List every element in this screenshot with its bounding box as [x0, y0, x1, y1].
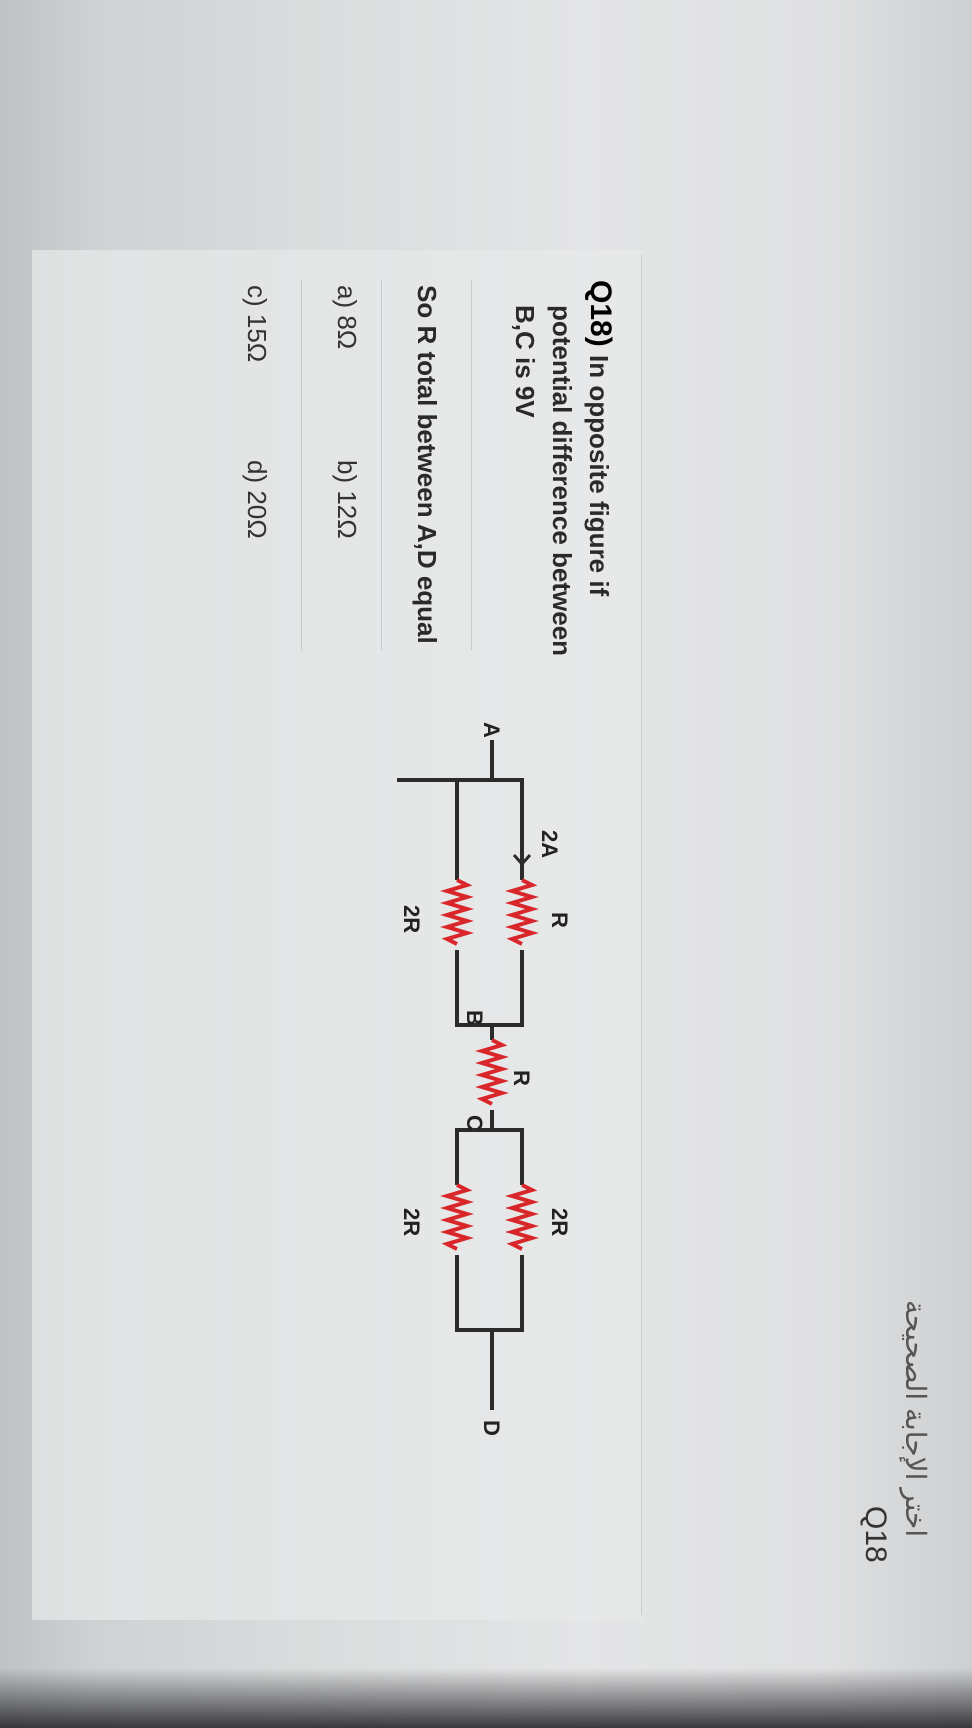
current-arrow-icon: [512, 845, 532, 867]
resistor-left-top-label: R: [547, 912, 572, 928]
wire-right-bottom-in: [455, 1128, 492, 1185]
resistor-left-top: [505, 878, 539, 946]
current-label: 2A: [537, 830, 562, 858]
wire-left-top-in: [492, 778, 524, 880]
node-c-label: C: [462, 1115, 487, 1131]
question-number-label: Q18: [859, 1506, 892, 1563]
arabic-instruction: اختر الإجابة الصحيحة: [900, 1300, 931, 1538]
option-a[interactable]: a) 8Ω: [332, 285, 362, 350]
resistor-right-bottom: [440, 1183, 474, 1251]
option-c[interactable]: c) 15Ω: [242, 285, 272, 363]
resistor-left-bottom: [440, 878, 474, 946]
resistor-right-top-label: 2R: [547, 1208, 572, 1236]
resistor-middle: [475, 1038, 509, 1106]
resistor-middle-label: R: [509, 1070, 534, 1086]
wire-left-out: [455, 950, 524, 1027]
stem-line-2: potential difference between: [547, 305, 577, 657]
circuit-diagram: A 2A R 2R B R C 2R 2R D: [397, 722, 572, 1436]
resistor-left-bottom-label: 2R: [399, 905, 424, 933]
stem-divider: [471, 280, 472, 650]
resistor-right-bottom-label: 2R: [399, 1208, 424, 1236]
question-label: Q18): [584, 280, 617, 347]
wire-right-top-in: [492, 1128, 524, 1185]
node-a-label: A: [479, 722, 504, 738]
option-b[interactable]: b) 12Ω: [332, 460, 362, 539]
question-ask: So R total between A,D equal: [412, 285, 442, 644]
resistor-right-top: [505, 1183, 539, 1251]
node-d-label: D: [479, 1420, 504, 1436]
option-divider: [301, 280, 302, 650]
resistors: [440, 878, 539, 1251]
ask-divider: [381, 280, 382, 650]
wire-right-out: [455, 1255, 524, 1332]
bottom-shadow: [0, 1668, 972, 1728]
stem-line-1: In opposite figure if: [584, 355, 614, 597]
stem-line-3: B,C is 9V: [510, 305, 540, 418]
node-b-label: B: [462, 1010, 487, 1026]
wire-left-bottom-in: [455, 778, 492, 880]
option-d[interactable]: d) 20Ω: [242, 460, 272, 539]
circuit-wires: [397, 778, 524, 1410]
